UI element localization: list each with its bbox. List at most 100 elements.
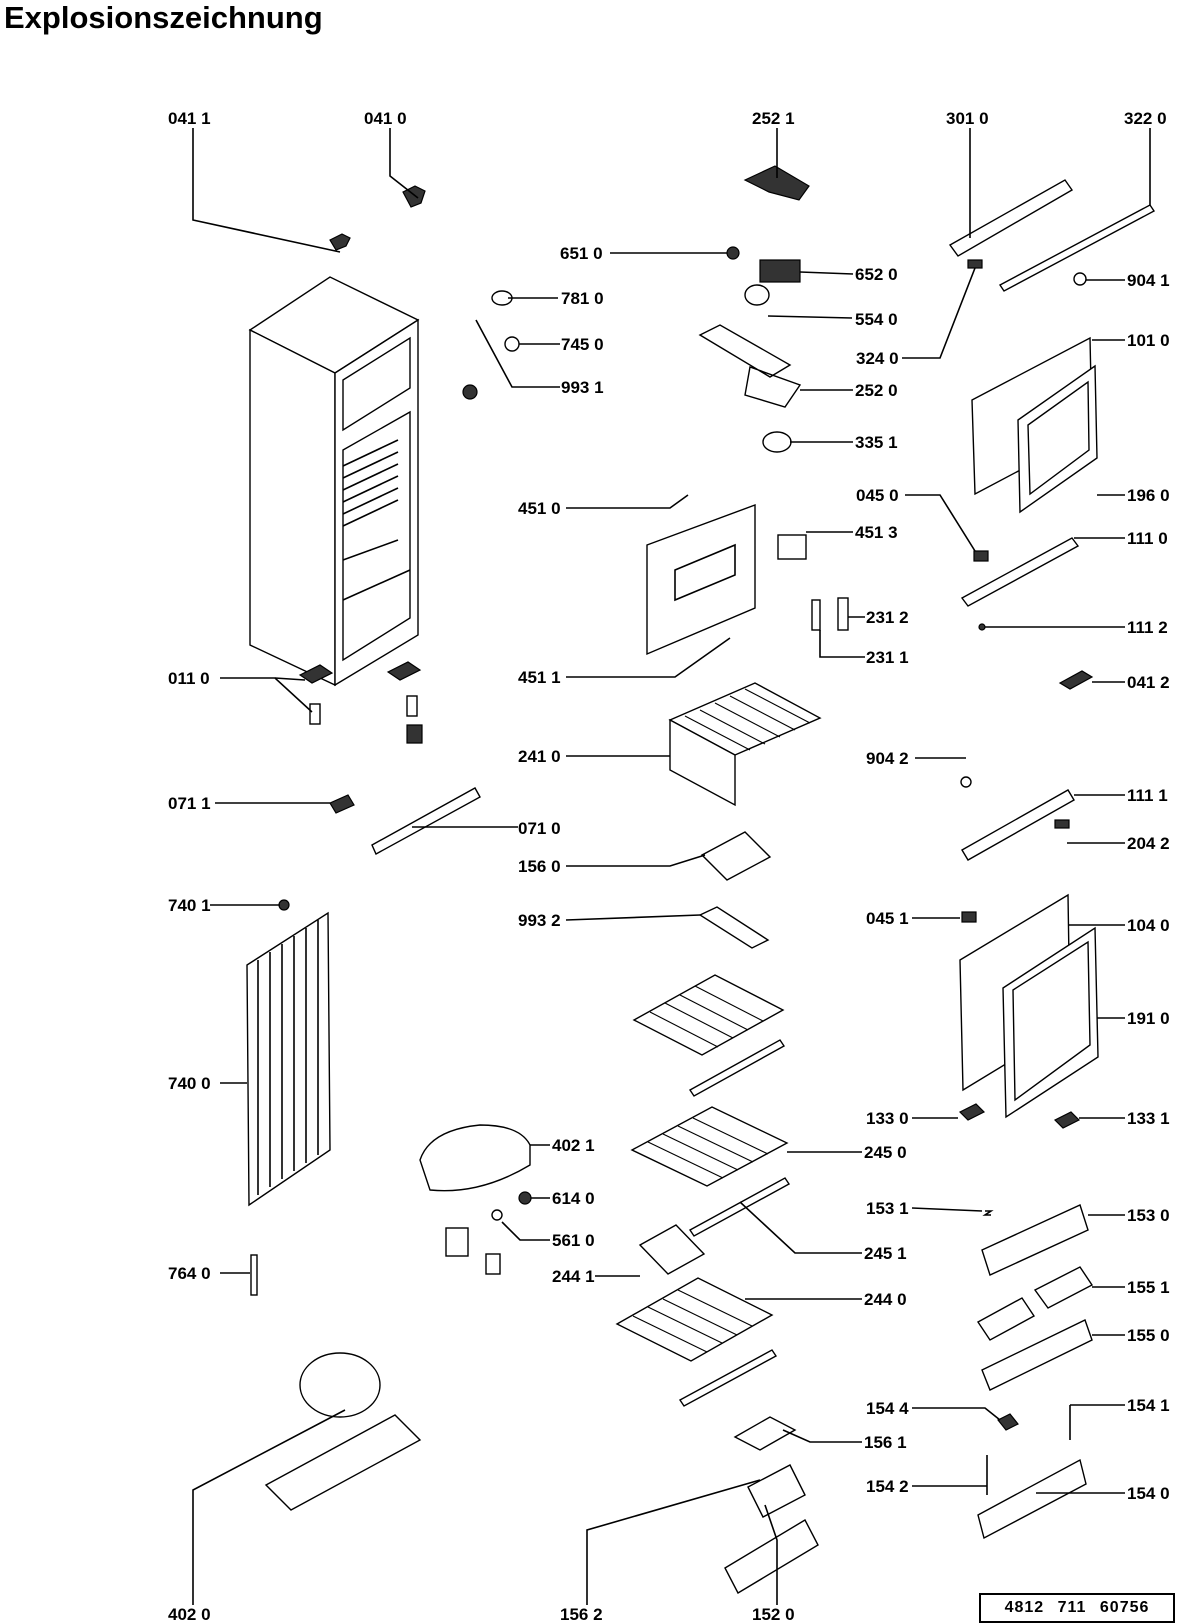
screw-993-1 [462,384,478,400]
label-402-1: 402 1 [552,1136,595,1155]
label-241-0: 241 0 [518,747,561,766]
label-041-0: 041 0 [364,109,407,128]
hinge-041-2 [1058,670,1094,690]
screw-904-2 [960,776,972,788]
document-number: 4812 711 60756 [1004,1599,1150,1616]
label-451-0: 451 0 [518,499,561,518]
part-614-0 [518,1191,532,1205]
trim-322-0 [998,204,1156,292]
label-252-0: 252 0 [855,381,898,400]
lamp-housing-402-1 [419,1124,531,1192]
label-993-1: 993 1 [561,378,604,397]
knob-335-1 [762,431,792,453]
label-041-2: 041 2 [1127,673,1170,692]
plate-451-3 [777,534,807,560]
label-111-1: 111 1 [1127,786,1168,805]
label-045-1: 045 1 [866,909,909,928]
label-781-0: 781 0 [561,289,604,308]
shelf-245-0 [630,1106,789,1187]
label-153-1: 153 1 [866,1199,909,1218]
label-244-0: 244 0 [864,1290,907,1309]
label-155-1: 155 1 [1127,1278,1170,1297]
label-554-0: 554 0 [855,310,898,329]
foot-011-0 [298,664,334,684]
rail-111-0 [960,537,1080,607]
trim-245-1 [688,1177,791,1237]
label-191-0: 191 0 [1127,1009,1170,1028]
rail-111-1 [961,789,1075,861]
clip-324-0 [967,259,983,269]
part-764-0 [250,1254,258,1296]
label-204-2: 204 2 [1127,834,1170,853]
label-111-2: 111 2 [1127,618,1168,637]
part-561-0 [491,1209,503,1221]
label-071-1: 071 1 [168,794,211,813]
foot-screw [309,703,321,725]
label-231-2: 231 2 [866,608,909,627]
label-154-0: 154 0 [1127,1484,1170,1503]
label-101-0: 101 0 [1127,331,1170,350]
trim-301-0 [948,179,1074,257]
label-104-0: 104 0 [1127,916,1170,935]
label-301-0: 301 0 [946,109,989,128]
label-740-1: 740 1 [168,896,211,915]
hinge-133-1 [1053,1111,1081,1129]
label-451-1: 451 1 [518,668,561,687]
label-154-1: 154 1 [1127,1396,1170,1415]
cover-156-1 [733,1416,797,1451]
label-651-0: 651 0 [560,244,603,263]
clip-231-1 [811,599,821,631]
screw-904-1 [1073,272,1087,286]
label-322-0: 322 0 [1124,109,1167,128]
label-904-1: 904 1 [1127,271,1170,290]
shelf-244-0 [615,1277,774,1362]
bin-153-0 [981,1204,1089,1276]
hinge-133-0 [958,1103,986,1121]
label-561-0: 561 0 [552,1231,595,1250]
label-153-0: 153 0 [1127,1206,1170,1225]
clip-740-1 [278,899,290,911]
evaporator-451-0 [646,503,756,656]
part-154-4 [997,1413,1019,1431]
label-764-0: 764 0 [168,1264,211,1283]
cap-045-0 [973,550,989,562]
label-335-1: 335 1 [855,433,898,452]
part-745-0 [504,336,520,352]
label-156-2: 156 2 [560,1605,603,1623]
label-245-0: 245 0 [864,1143,907,1162]
label-154-2: 154 2 [866,1477,909,1496]
document-number-box: 4812 711 60756 [979,1593,1175,1623]
compressor [299,1352,381,1418]
box-156-2 [747,1464,806,1518]
lamp-651-0 [726,246,740,260]
label-154-4: 154 4 [866,1399,909,1418]
part-153-1 [982,1210,994,1216]
label-155-0: 155 0 [1127,1326,1170,1345]
clip-071-1 [329,794,355,814]
ice-tray-156-0 [700,831,772,881]
part-993-2 [698,906,770,949]
tray-152-0 [724,1519,819,1594]
label-245-1: 245 1 [864,1244,907,1263]
label-244-1: 244 1 [552,1267,595,1286]
parts [246,165,1156,1594]
label-652-0: 652 0 [855,265,898,284]
label-231-1: 231 1 [866,648,909,667]
label-045-0: 045 0 [856,486,899,505]
label-152-0: 152 0 [752,1605,795,1623]
label-111-0: 111 0 [1127,529,1168,548]
bin-155-0 [981,1319,1093,1391]
label-402-0: 402 0 [168,1605,211,1623]
condenser-740-0 [246,911,331,1207]
fridge-cabinet [248,276,420,687]
page-title: Explosionszeichnung [4,0,323,35]
label-011-0: 011 0 [168,669,210,688]
switch-652-0 [759,259,801,283]
clip-231-2 [837,597,849,631]
label-041-1: 041 1 [168,109,211,128]
hinge-041-1 [329,233,351,251]
label-156-1: 156 1 [864,1433,907,1452]
label-133-1: 133 1 [1127,1109,1170,1128]
thermostat-252-0 [698,324,802,408]
